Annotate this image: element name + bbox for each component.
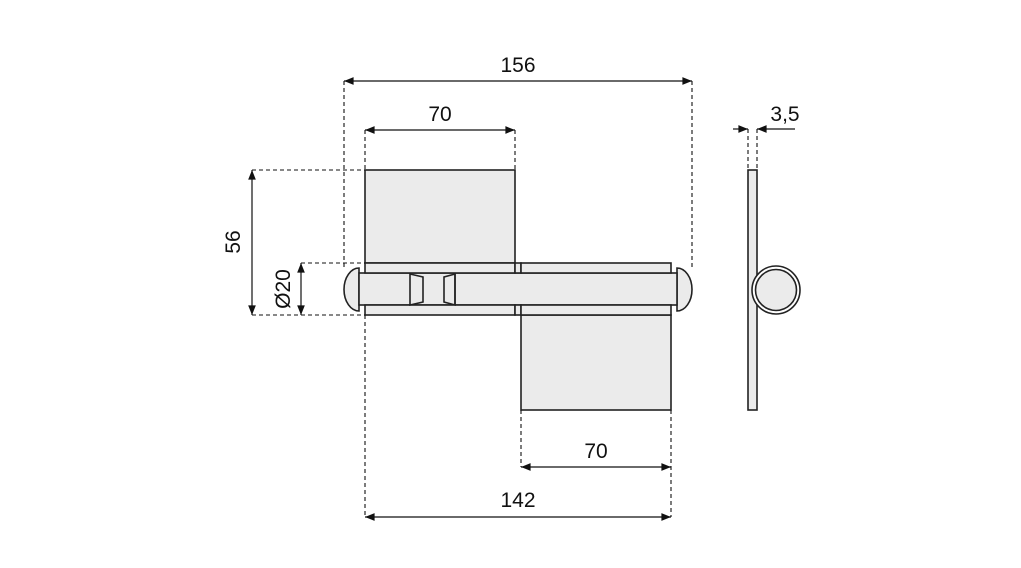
dim-156-label: 156 <box>500 54 535 77</box>
side-knuckle-inner <box>754 268 798 312</box>
right-end-cap <box>676 267 693 312</box>
dim-3-5-label: 3,5 <box>770 103 799 126</box>
dim-142-label: 142 <box>500 489 535 512</box>
extension-lines <box>252 81 758 517</box>
knuckle-gap-top <box>514 262 522 274</box>
bottom-knuckle-band-right <box>520 304 672 316</box>
side-view <box>747 169 801 411</box>
top-knuckle-band-right <box>520 262 672 274</box>
dim-d20-label: Ø20 <box>272 269 295 309</box>
front-view <box>343 169 693 411</box>
dim-70-top-label: 70 <box>428 103 451 126</box>
bottom-knuckle-band-left <box>364 304 516 316</box>
knuckle-gap-bottom <box>514 304 522 316</box>
cone-right <box>443 272 456 307</box>
dim-70-bottom-label: 70 <box>584 440 607 463</box>
top-knuckle-band-left <box>364 262 516 274</box>
dimension-lines <box>248 77 795 521</box>
left-end-cap <box>343 267 360 312</box>
pin-barrel <box>358 272 678 306</box>
cone-left <box>409 272 424 307</box>
bottom-leaf <box>520 314 672 411</box>
top-leaf <box>364 169 516 264</box>
dim-56-label: 56 <box>222 230 245 253</box>
